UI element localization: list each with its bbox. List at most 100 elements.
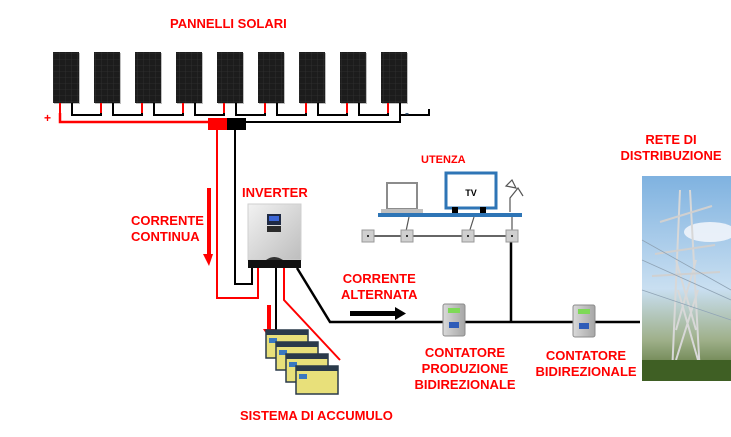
solar-panel [217,52,244,104]
meter-label-plate [579,323,589,329]
panel-series-link [235,103,266,116]
panel-cells [340,52,366,103]
socket-hole [511,235,513,237]
grid-label: RETE DI DISTRIBUZIONE [616,132,726,164]
production-meter-line-3: BIDIREZIONALE [414,377,516,392]
panel-series-link [71,103,102,116]
devices: TV [247,171,731,395]
tv-text: TV [465,188,477,198]
production-meter-line-2: PRODUZIONE [421,361,509,376]
panel-series-link [112,103,143,116]
inverter [247,203,302,268]
grid-pylon [641,176,731,381]
power-lines [641,239,731,321]
ground [642,360,731,381]
inverter-label: INVERTER [242,185,308,200]
production-meter [442,303,466,337]
battery-top [286,354,328,359]
laptop-base [381,209,423,213]
laptop-screen [386,182,418,210]
appliance-cords [404,216,513,237]
storage-label: SISTEMA DI ACCUMULO [240,408,393,423]
battery-logo [289,362,297,367]
dc-current-line-2: CONTINUA [131,229,200,244]
battery-top [276,342,318,347]
inverter-base [248,260,301,268]
solar-panel [299,52,326,104]
tv-leg [480,207,486,215]
appliance-shelf [378,213,522,217]
meter-label-plate [449,322,459,328]
panel-cells [381,52,407,103]
panel-cells [176,52,202,103]
solar-panels [53,52,408,104]
solar-panel [94,52,121,104]
panel-cells [258,52,284,103]
cloud [684,222,731,242]
lamp [504,178,524,212]
solar-panel [176,52,203,104]
utenza-appliances: TV [361,171,524,243]
dc-positive-line [216,130,259,299]
battery-logo [279,350,287,355]
ac-current-line-1: CORRENTE [342,271,416,286]
socket-hole [406,235,408,237]
pylon-frame [671,189,701,376]
production-meter-label: CONTATORE PRODUZIONE BIDIREZIONALE [410,345,520,393]
dc-arrow-head [203,254,213,266]
solar-panel [340,52,367,104]
battery-positive-wire [283,268,341,361]
positive-sign: + [44,111,52,125]
panel-cells [94,52,120,103]
panel-series-link [153,103,184,116]
bidirectional-meter-line-2: BIDIREZIONALE [535,364,637,379]
dc-current-line-1: CORRENTE [131,213,204,228]
bidirectional-meter-line-1: CONTATORE [545,348,627,363]
utenza-label: UTENZA [421,154,466,166]
panel-series-link [194,103,225,116]
positive-bus [58,113,210,124]
panel-series-link [358,103,389,116]
negative-bus [245,103,401,123]
grid-line-2: DISTRIBUZIONE [620,148,722,163]
socket-hole [367,235,369,237]
battery [295,365,339,395]
ac-arrow-shaft [350,311,396,316]
negative-connector [227,118,246,130]
battery-logo [269,338,277,343]
panel-cells [53,52,79,103]
meter-display [448,308,460,313]
inverter-buttons [267,226,281,232]
ac-arrow-head [395,307,406,320]
meter-display [578,309,590,314]
dc-negative-line [234,130,253,285]
bidirectional-meter [572,304,596,338]
panel-cells [135,52,161,103]
ac-current-label: CORRENTE ALTERNATA [341,271,418,303]
panel-cells [299,52,325,103]
dc-current-label: CORRENTE CONTINUA [131,213,204,245]
socket-hole [467,235,469,237]
panel-series-link [276,103,307,116]
positive-connector [208,118,227,130]
solar-panel [381,52,408,104]
panel-series-link [317,103,348,116]
ac-current-line-2: ALTERNATA [341,287,418,302]
ac-line [295,267,640,324]
storage-arrow-shaft [267,305,271,331]
tv-frame [444,171,498,210]
bidirectional-meter-label: CONTATORE BIDIREZIONALE [534,348,638,380]
inverter-notch [266,257,283,260]
grid-line-1: RETE DI [645,132,697,147]
battery-top [296,366,338,371]
negative-sign: - [405,106,409,120]
dc-arrow-shaft [207,188,211,256]
battery-logo [299,374,307,379]
solar-panel [53,52,80,104]
sky-background [642,176,731,381]
inverter-screen [269,216,279,221]
panel-cells [217,52,243,103]
production-meter-line-1: CONTATORE [424,345,506,360]
